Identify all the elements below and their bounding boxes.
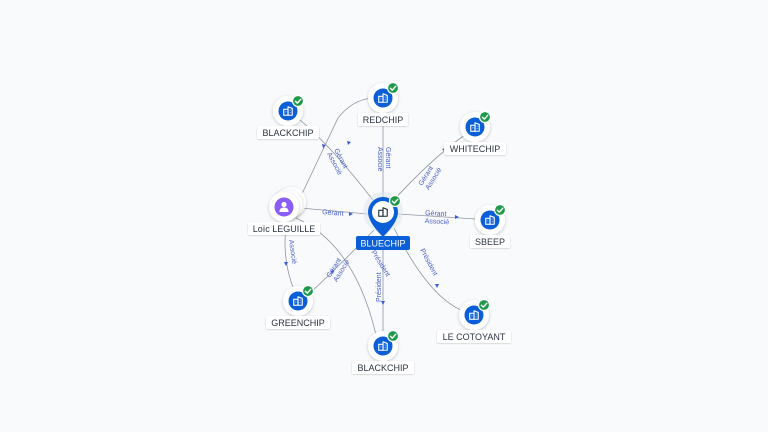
node-label: Loïc LEGUILLE xyxy=(253,224,316,234)
edge-blackchip-top[interactable] xyxy=(299,119,374,201)
node-blackchip-top[interactable]: BLACKCHIP xyxy=(257,94,319,140)
arrow-icon xyxy=(381,301,385,305)
check-icon xyxy=(477,298,491,312)
building-icon xyxy=(378,207,388,217)
edge-label: Président xyxy=(376,272,383,302)
check-icon xyxy=(478,110,492,124)
node-redchip[interactable]: REDCHIP xyxy=(358,81,408,127)
node-loic-leguille[interactable]: Loïc LEGUILLE xyxy=(248,187,320,235)
node-greenchip[interactable]: GREENCHIP xyxy=(266,284,330,330)
edge-label: Associé xyxy=(287,239,297,264)
edge-label: Gérant Associé xyxy=(325,148,350,177)
edge-whitechip[interactable] xyxy=(391,133,467,203)
check-icon xyxy=(291,94,305,108)
edge-label: Gérant Associé xyxy=(418,162,444,191)
check-icon xyxy=(386,81,400,95)
node-whitechip[interactable]: WHITECHIP xyxy=(444,110,506,156)
edge-sbeep[interactable] xyxy=(397,213,477,220)
check-icon xyxy=(386,329,400,343)
check-icon xyxy=(388,194,402,208)
node-label: LE COTOYANT xyxy=(443,332,506,342)
center-label: BLUECHIP xyxy=(360,239,405,249)
node-label: BLACKCHIP xyxy=(357,363,408,373)
node-sbeep[interactable]: SBEEP xyxy=(470,203,510,249)
center-node-bluechip[interactable]: BLUECHIP xyxy=(356,192,410,250)
edge-label: Gérant Associé xyxy=(424,210,449,226)
arrow-icon xyxy=(322,144,326,148)
arrow-icon xyxy=(349,212,353,216)
node-label: GREENCHIP xyxy=(271,318,325,328)
node-label: BLACKCHIP xyxy=(262,128,313,138)
center-label-box xyxy=(356,236,410,250)
check-icon xyxy=(493,203,507,217)
node-le-cotoyant[interactable]: LE COTOYANT xyxy=(437,298,511,344)
edge-loic-center[interactable] xyxy=(299,207,369,215)
node-blackchip-bottom[interactable]: BLACKCHIP xyxy=(352,329,414,375)
arrow-icon xyxy=(330,270,334,274)
arrow-icon xyxy=(347,141,351,145)
arrow-icon xyxy=(284,262,288,266)
edge-loic-blackchip-top[interactable] xyxy=(299,97,373,199)
check-icon xyxy=(301,284,315,298)
edge-label: Gérant xyxy=(322,209,344,218)
edge-label: Président xyxy=(418,248,438,277)
node-label: WHITECHIP xyxy=(450,144,501,154)
edge-label: Gérant Associé xyxy=(376,147,391,172)
node-label: SBEEP xyxy=(475,237,505,247)
edge-label: Gérant Associé xyxy=(326,254,352,283)
arrow-icon xyxy=(435,284,439,288)
arrow-icon xyxy=(455,215,459,219)
node-label: REDCHIP xyxy=(363,115,404,125)
